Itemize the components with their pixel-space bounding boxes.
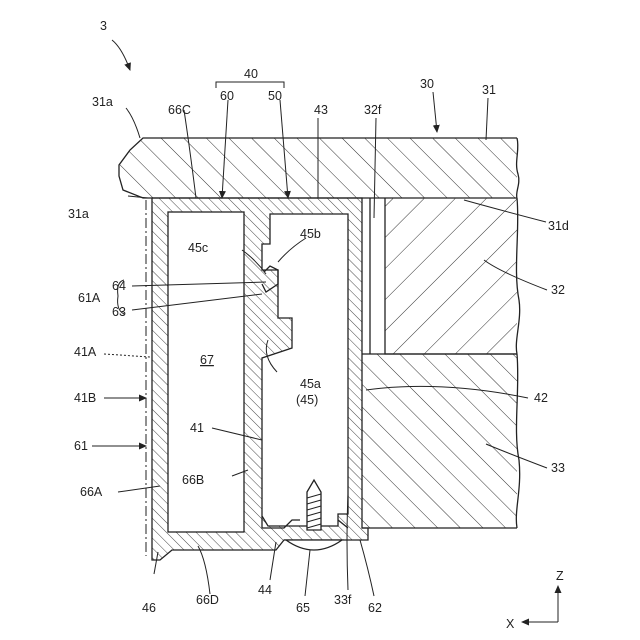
label-61: 61 (74, 439, 88, 453)
label-41B: 41B (74, 391, 96, 405)
label-50: 50 (268, 89, 282, 103)
label-31a-top: 31a (92, 95, 113, 109)
label-45-paren: (45) (296, 393, 318, 407)
label-32f: 32f (364, 103, 382, 117)
top-plate-31 (119, 138, 519, 198)
label-33: 33 (551, 461, 565, 475)
label-33f: 33f (334, 593, 352, 607)
label-32: 32 (551, 283, 565, 297)
label-62: 62 (368, 601, 382, 615)
block-32 (370, 198, 520, 354)
block-33 (362, 354, 520, 528)
label-65: 65 (296, 601, 310, 615)
label-63: 63 (112, 305, 126, 319)
axis-x-label: X (506, 617, 515, 631)
label-30: 30 (420, 77, 434, 91)
label-40: 40 (244, 67, 258, 81)
label-45b: 45b (300, 227, 321, 241)
label-66C: 66C (168, 103, 191, 117)
label-41A: 41A (74, 345, 97, 359)
label-45a: 45a (300, 377, 321, 391)
label-41: 41 (190, 421, 204, 435)
figure-ref-label: 3 (100, 19, 107, 33)
label-31: 31 (482, 83, 496, 97)
label-64: 64 (112, 279, 126, 293)
label-31d: 31d (548, 219, 569, 233)
label-46: 46 (142, 601, 156, 615)
label-45c: 45c (188, 241, 208, 255)
label-61A: 61A (78, 291, 101, 305)
label-31a-bottom: 31a (68, 207, 89, 221)
label-42: 42 (534, 391, 548, 405)
label-67: 67 (200, 353, 214, 367)
label-66D: 66D (196, 593, 219, 607)
axis-z-label: Z (556, 569, 564, 583)
label-60: 60 (220, 89, 234, 103)
label-66A: 66A (80, 485, 103, 499)
axis-indicator: Z X (506, 569, 564, 631)
label-66B: 66B (182, 473, 204, 487)
frame-40 (152, 198, 368, 560)
outer-panel-61 (146, 200, 152, 560)
label-43: 43 (314, 103, 328, 117)
label-44: 44 (258, 583, 272, 597)
